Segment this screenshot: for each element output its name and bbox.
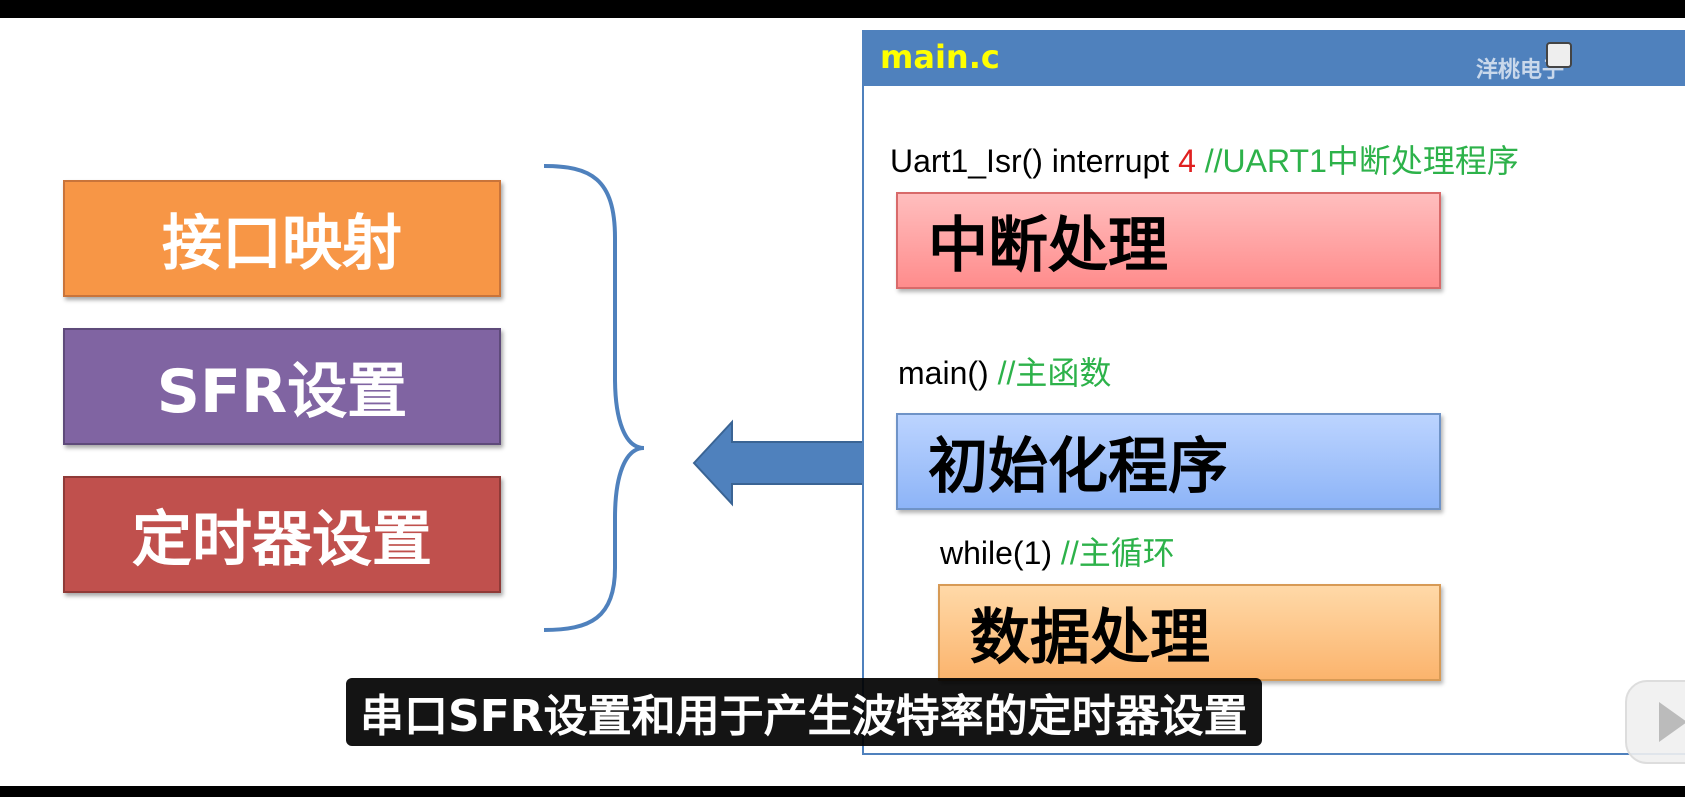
sfr-setup-box: SFR设置: [63, 328, 501, 445]
while-func-text: while(1): [940, 535, 1053, 571]
init-program-label: 初始化程序: [928, 432, 1228, 502]
isr-func-text: Uart1_Isr() interrupt: [890, 143, 1179, 179]
play-button[interactable]: [1625, 680, 1685, 764]
subtitle-text: 串口SFR设置和用于产生波特率的定时器设置: [360, 691, 1248, 742]
interrupt-handling-label: 中断处理: [928, 211, 1168, 281]
sfr-setup-label: SFR设置: [156, 357, 408, 427]
main-comment: //主函数: [988, 355, 1112, 391]
play-icon: [1659, 702, 1685, 742]
data-processing-label: 数据处理: [970, 603, 1210, 673]
while-loop-declaration: while(1) //主循环: [940, 528, 1175, 574]
main-func-text: main(): [898, 355, 989, 391]
main-declaration: main() //主函数: [898, 348, 1111, 394]
init-program-block: 初始化程序: [896, 413, 1441, 510]
window-corner-icon: [1546, 42, 1572, 68]
isr-comment: //UART1中断处理程序: [1195, 143, 1519, 179]
interface-mapping-label: 接口映射: [162, 209, 402, 279]
timer-setup-box: 定时器设置: [63, 476, 501, 593]
isr-number: 4: [1178, 143, 1196, 179]
interface-mapping-box: 接口映射: [63, 180, 501, 297]
interrupt-handling-block: 中断处理: [896, 192, 1441, 289]
timer-setup-label: 定时器设置: [132, 505, 432, 575]
data-processing-block: 数据处理: [938, 584, 1441, 681]
slide: 接口映射 SFR设置 定时器设置 main.c 洋桃电子 Uart1_Isr()…: [0, 18, 1685, 786]
code-window-titlebar: main.c 洋桃电子: [864, 30, 1685, 86]
while-comment: //主循环: [1052, 535, 1175, 571]
right-brace-icon: [543, 164, 645, 632]
video-subtitle: 串口SFR设置和用于产生波特率的定时器设置: [346, 678, 1262, 746]
file-name: main.c: [880, 38, 1000, 76]
left-arrow-icon: [692, 419, 887, 507]
isr-declaration: Uart1_Isr() interrupt 4 //UART1中断处理程序: [890, 136, 1519, 182]
